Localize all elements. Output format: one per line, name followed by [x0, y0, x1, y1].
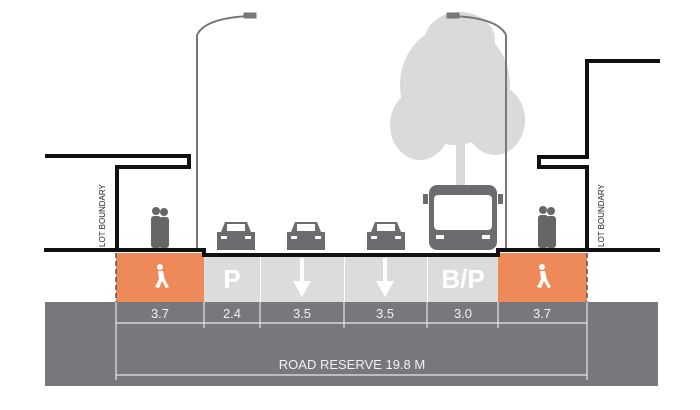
width-lane-2: 3.5 [376, 306, 394, 321]
streetlight-left-icon [196, 12, 257, 250]
car-icon [367, 222, 405, 250]
left-building-outline [45, 154, 191, 250]
streetlight-right-icon [446, 12, 507, 250]
dimension-lines [115, 302, 588, 380]
parking-lane [204, 255, 260, 302]
car-icon [287, 222, 325, 250]
width-footpath-left: 3.7 [151, 306, 169, 321]
people-icon [151, 207, 169, 248]
lot-boundary-label-left: LOT BOUNDARY [98, 184, 107, 247]
road-reserve-label: ROAD RESERVE 19.8 M [279, 357, 425, 372]
pedestrian-icon [155, 264, 169, 288]
base-band [45, 302, 658, 386]
car-icon [217, 222, 255, 250]
width-footpath-right: 3.7 [533, 306, 551, 321]
lot-boundary-label-right: LOT BOUNDARY [597, 184, 606, 247]
width-bus-parking: 3.0 [454, 306, 472, 321]
bus-icon [423, 185, 503, 250]
bus-parking-symbol: B/P [441, 264, 484, 294]
arrow-down-icon [293, 258, 311, 297]
arrow-down-icon [376, 258, 394, 297]
parking-symbol: P [223, 264, 240, 294]
width-parking: 2.4 [223, 306, 241, 321]
ground-line [44, 248, 660, 257]
tree-icon [390, 12, 525, 250]
width-lane-1: 3.5 [293, 306, 311, 321]
bus-parking-lane [428, 255, 498, 302]
right-building-outline [537, 59, 660, 250]
pedestrian-icon [537, 264, 551, 288]
people-icon [538, 206, 556, 248]
